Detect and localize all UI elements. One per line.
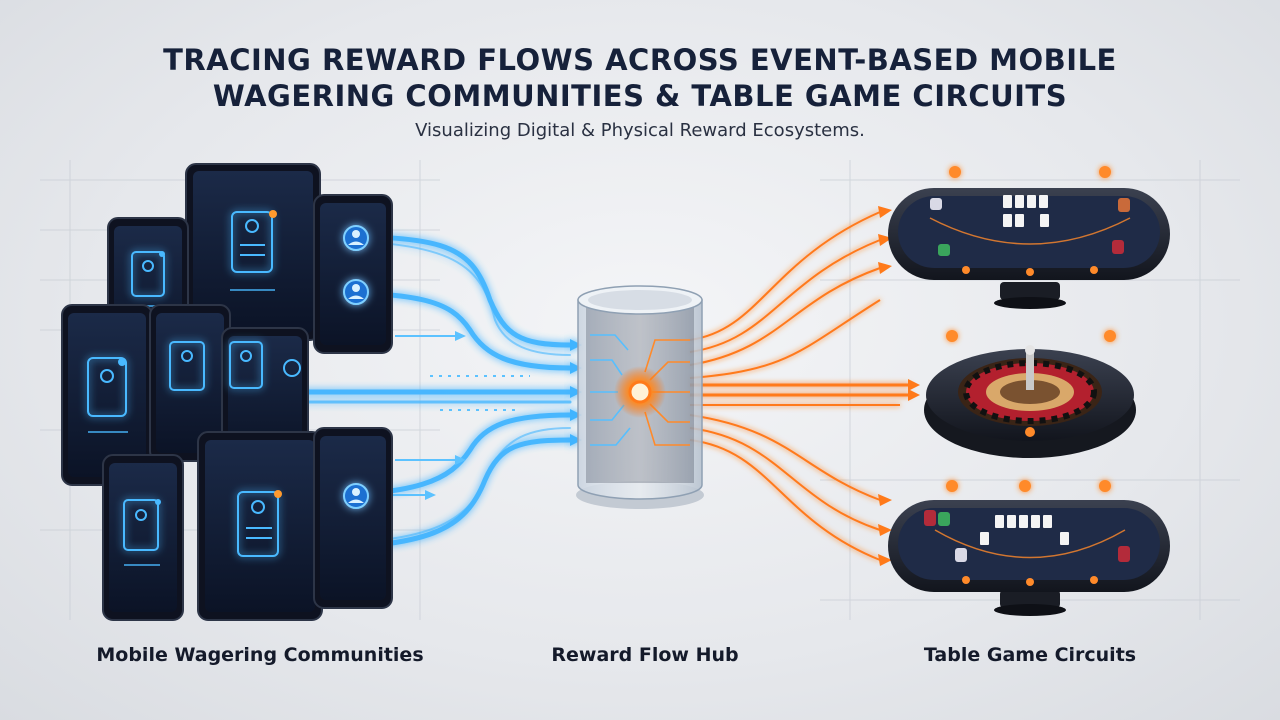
- device-tablet: [197, 431, 323, 621]
- notification-dot-icon: [946, 480, 958, 492]
- user-card-icon: [123, 499, 159, 551]
- user-card-icon: [229, 341, 263, 389]
- notification-dot-icon: [946, 330, 958, 342]
- section-label-hub: Reward Flow Hub: [551, 644, 739, 666]
- flow-arrows-blue: [570, 339, 582, 446]
- user-avatar-icon: [135, 509, 147, 521]
- device-phone: [313, 194, 393, 354]
- flow-path: [689, 211, 881, 341]
- flow-arrows-orange: [878, 206, 920, 566]
- poker-chip-icon: [930, 198, 1130, 256]
- table-blackjack-top: [888, 166, 1170, 309]
- user-avatar-icon: [283, 359, 301, 377]
- device-tablet: [149, 304, 231, 462]
- section-label-tables: Table Game Circuits: [923, 644, 1137, 666]
- device-tablet: [221, 327, 309, 463]
- notification-dot-icon: [274, 490, 282, 498]
- device-tablet: [185, 163, 321, 341]
- table-roulette-middle: [924, 330, 1136, 458]
- user-card-icon: [87, 357, 127, 417]
- notification-dot-icon: [1099, 480, 1111, 492]
- table-poker-bottom: [888, 480, 1170, 616]
- flow-path: [689, 299, 881, 379]
- page-title-line-1: TRACING REWARD FLOWS ACROSS EVENT-BASED …: [163, 43, 1117, 77]
- flow-path: [689, 239, 881, 353]
- notification-dot-icon: [1104, 330, 1116, 342]
- flow-dashes: [360, 331, 530, 500]
- background-grid-right: [820, 160, 1240, 620]
- device-phone: [102, 454, 184, 621]
- flow-avatar-nodes: [343, 225, 369, 509]
- device-phone: [313, 427, 393, 609]
- notification-dot-icon: [159, 251, 165, 257]
- section-label-mobile: Mobile Wagering Communities: [96, 644, 424, 666]
- mobile-devices: [61, 163, 393, 621]
- device-phone: [61, 304, 153, 486]
- playing-card-icon: [980, 515, 1069, 545]
- physical-reward-flows: [689, 211, 910, 561]
- user-avatar-icon: [100, 369, 114, 383]
- user-card-icon: [231, 211, 273, 273]
- user-card-icon: [169, 341, 205, 391]
- notification-dot-icon: [949, 166, 961, 178]
- page-title-line-2: WAGERING COMMUNITIES & TABLE GAME CIRCUI…: [212, 79, 1068, 113]
- flow-path: [689, 427, 881, 531]
- poker-chip-icon: [924, 510, 1130, 562]
- roulette-wheel-icon: [958, 345, 1102, 426]
- user-card-icon: [237, 491, 279, 557]
- notification-dot-icon: [269, 210, 277, 218]
- user-avatar-icon: [240, 350, 252, 362]
- user-card-icon: [131, 251, 165, 297]
- playing-card-icon: [1003, 195, 1049, 227]
- notification-dot-icon: [118, 358, 126, 366]
- user-avatar-icon: [142, 260, 154, 272]
- flow-path: [689, 439, 881, 561]
- flow-path: [689, 267, 881, 366]
- notification-dot-icon: [1099, 166, 1111, 178]
- reward-flow-hub: [576, 285, 704, 509]
- user-avatar-icon: [251, 500, 265, 514]
- notification-dot-icon: [1019, 480, 1031, 492]
- flow-path: [689, 414, 881, 501]
- page-subtitle: Visualizing Digital & Physical Reward Ec…: [415, 120, 865, 141]
- user-avatar-icon: [181, 350, 193, 362]
- user-avatar-icon: [245, 219, 259, 233]
- notification-dot-icon: [155, 499, 161, 505]
